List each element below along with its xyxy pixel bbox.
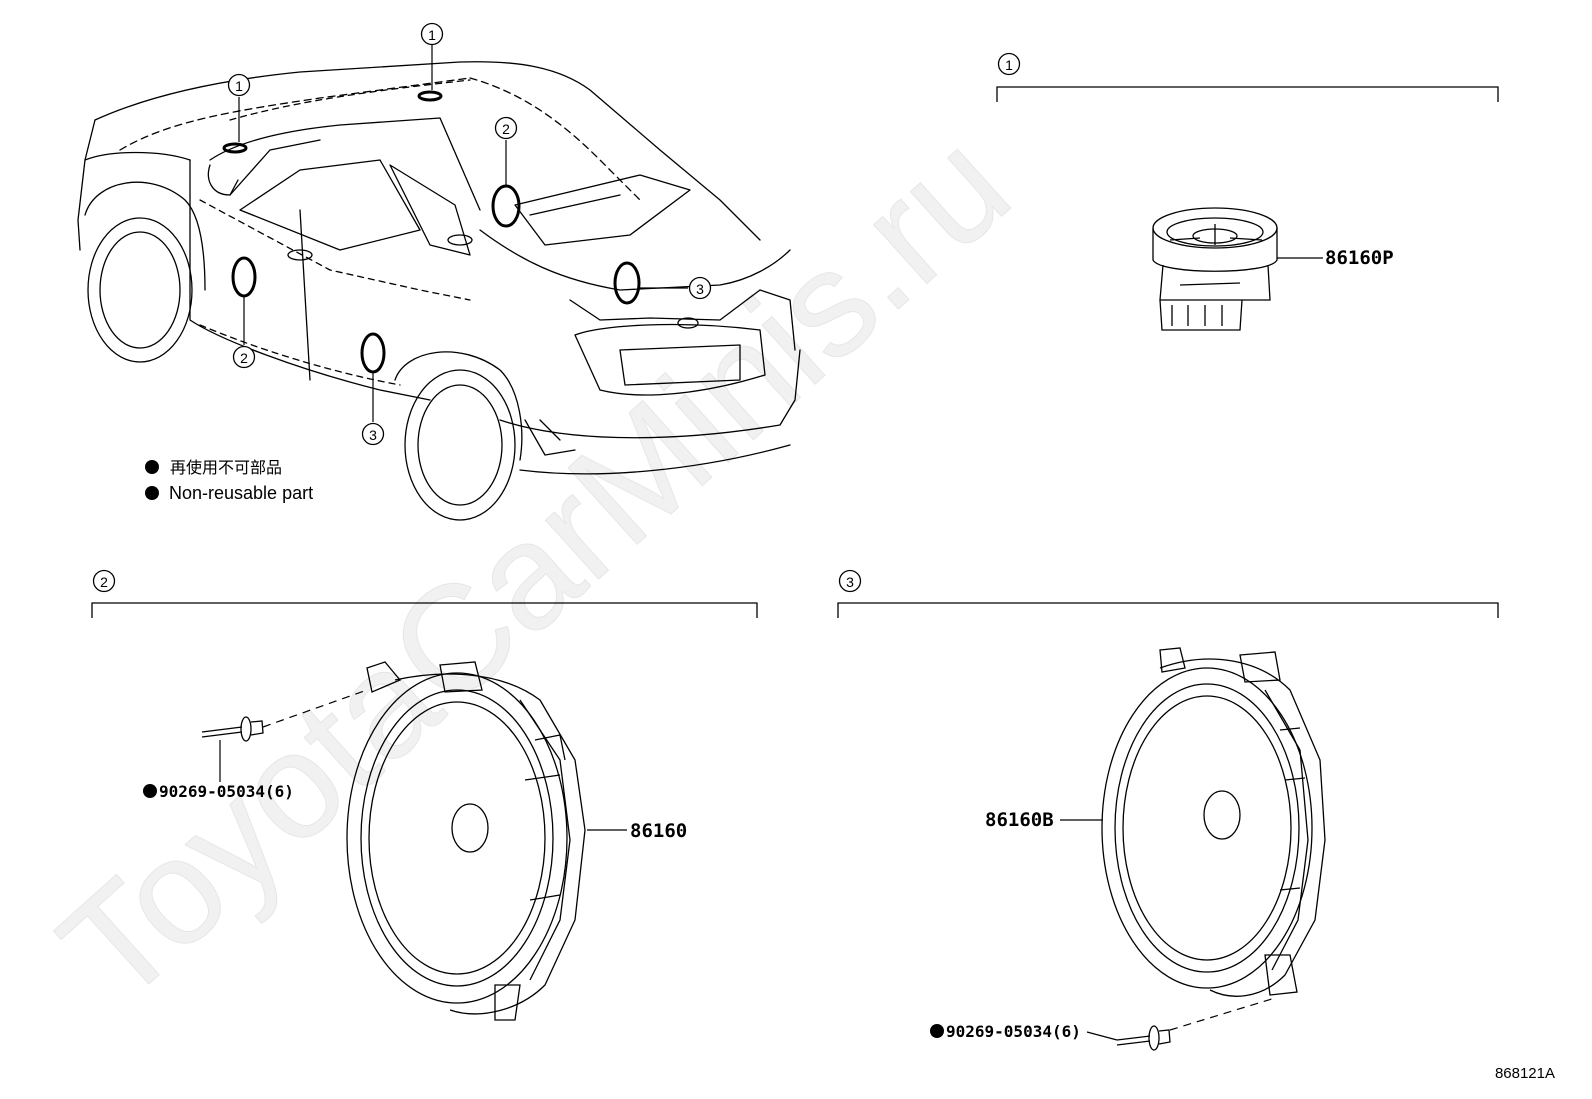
section-2: 2 86160 90269-05034(6)	[91, 569, 758, 1021]
rear-speaker-location-left	[360, 332, 386, 374]
callout-1a: 1	[235, 78, 243, 94]
section-3: 3 86160B 90269-05034(6)	[837, 569, 1499, 1051]
rivet-rear-leader	[1086, 1031, 1118, 1041]
rivet-rear-illustration	[1116, 1025, 1171, 1051]
callout-3a: 3	[696, 281, 704, 297]
section-2-bracket	[91, 602, 758, 618]
part-number-90269-05034-front: 90269-05034(6)	[159, 782, 294, 801]
legend-english: Non-reusable part	[169, 483, 313, 503]
non-reusable-bullet	[930, 1024, 944, 1038]
part-number-86160P: 86160P	[1325, 247, 1394, 269]
section-2-callout: 2	[100, 574, 108, 590]
callout-2b: 2	[240, 350, 248, 366]
section-3-bracket	[837, 602, 1499, 618]
diagram-id: 868121A	[1495, 1065, 1555, 1082]
non-reusable-bullet	[143, 784, 157, 798]
tweeter-location-right	[417, 90, 443, 102]
non-reusable-bullet	[145, 486, 159, 500]
watermark: ToyotaCarMinis.ru	[29, 100, 1040, 1034]
car-callouts: 1 1 2 2 3 3	[227, 22, 712, 446]
section-1-bracket	[996, 86, 1499, 102]
tweeter-illustration	[1152, 207, 1278, 331]
car-callout-leaders	[238, 45, 688, 422]
speaker-locations	[222, 90, 641, 374]
rear-speaker-location-right	[613, 261, 641, 305]
section-3-callout: 3	[846, 574, 854, 590]
callout-3b: 3	[369, 427, 377, 443]
rivet-front-dashed-leader	[262, 689, 368, 728]
rivet-rear-dashed-leader	[1169, 997, 1276, 1031]
rear-speaker-illustration	[1101, 647, 1326, 997]
callout-2a: 2	[502, 121, 510, 137]
part-number-90269-05034-rear: 90269-05034(6)	[946, 1022, 1081, 1041]
section-1-callout: 1	[1005, 57, 1013, 73]
tweeter-location-left	[222, 142, 248, 154]
part-number-86160: 86160	[630, 820, 687, 842]
front-speaker-location-left	[231, 256, 257, 298]
legend: 再使用不可部品 Non-reusable part	[145, 458, 313, 503]
legend-japanese: 再使用不可部品	[170, 458, 282, 477]
vehicle-illustration	[77, 61, 801, 521]
front-speaker-illustration	[346, 661, 586, 1021]
non-reusable-bullet	[145, 460, 159, 474]
section-1: 1 86160P	[996, 52, 1499, 331]
callout-1b: 1	[428, 27, 436, 43]
front-speaker-location-right	[491, 184, 521, 228]
part-number-86160B: 86160B	[985, 809, 1054, 831]
rivet-front-illustration	[201, 716, 264, 742]
